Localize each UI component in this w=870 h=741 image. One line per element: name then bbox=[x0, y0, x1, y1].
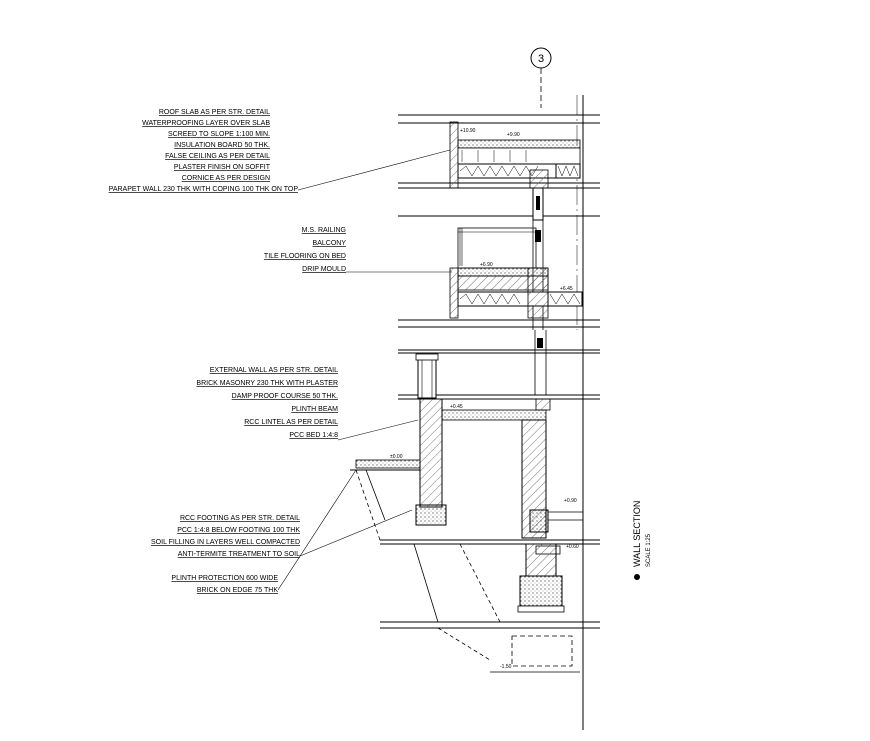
note-roof-2: WATERPROOFING LAYER OVER SLAB bbox=[142, 120, 270, 127]
note-wall-2: BRICK MASONRY 230 THK WITH PLASTER bbox=[196, 380, 338, 387]
note-roof-3: SCREED TO SLOPE 1:100 MIN. bbox=[168, 131, 270, 138]
note-wall-6: PCC BED 1:4:8 bbox=[289, 432, 338, 439]
grid-marker: 3 bbox=[530, 47, 552, 108]
note-wall-3: DAMP PROOF COURSE 50 THK. bbox=[232, 393, 338, 400]
notes-roof: ROOF SLAB AS PER STR. DETAIL WATERPROOFI… bbox=[109, 109, 299, 193]
section-title: WALL SECTION bbox=[632, 501, 642, 567]
note-plinth-2: BRICK ON EDGE 75 THK bbox=[197, 587, 279, 594]
sill-level: +0.90 bbox=[564, 498, 577, 504]
note-roof-4: INSULATION BOARD 50 THK. bbox=[174, 142, 270, 149]
lower-window bbox=[534, 330, 547, 395]
roof-section: +9.90 +10.90 bbox=[449, 121, 581, 221]
note-roof-6: PLASTER FINISH ON SOFFIT bbox=[174, 164, 271, 171]
balcony-level: +6.90 bbox=[480, 262, 493, 268]
section-scale: SCALE 1:25 bbox=[646, 533, 652, 567]
note-balcony-3: TILE FLOORING ON BED bbox=[264, 253, 346, 260]
leader-lines bbox=[277, 149, 452, 591]
ground-level: ±0.00 bbox=[390, 454, 403, 460]
parapet-level: +10.90 bbox=[460, 128, 476, 134]
note-balcony-4: DRIP MOULD bbox=[302, 266, 346, 273]
balcony-section: +6.90 +6.45 bbox=[449, 227, 583, 319]
note-foundation-2: PCC 1:4:8 BELOW FOOTING 100 THK bbox=[177, 527, 300, 534]
ground-wall-section: +0.45 +0.90 +0.60 bbox=[415, 353, 583, 555]
roof-level: +9.90 bbox=[507, 132, 520, 138]
note-wall-4: PLINTH BEAM bbox=[291, 406, 338, 413]
notes-foundation: RCC FOOTING AS PER STR. DETAIL PCC 1:4:8… bbox=[151, 515, 300, 558]
notes-balcony: M.S. RAILING BALCONY TILE FLOORING ON BE… bbox=[264, 227, 346, 273]
grid-marker-label: 3 bbox=[538, 53, 544, 65]
footing-level: -1.50 bbox=[500, 664, 512, 670]
note-foundation-4: ANTI-TERMITE TREATMENT TO SOIL bbox=[178, 551, 300, 558]
floor-level: +0.60 bbox=[566, 544, 579, 550]
notes-wall: EXTERNAL WALL AS PER STR. DETAIL BRICK M… bbox=[196, 367, 338, 439]
note-plinth-1: PLINTH PROTECTION 600 WIDE bbox=[171, 575, 278, 582]
note-foundation-3: SOIL FILLING IN LAYERS WELL COMPACTED bbox=[151, 539, 300, 546]
section-title-block: WALL SECTION SCALE 1:25 bbox=[632, 501, 652, 580]
note-foundation-1: RCC FOOTING AS PER STR. DETAIL bbox=[180, 515, 300, 522]
plinth-level: +0.45 bbox=[450, 404, 463, 410]
note-balcony-1: M.S. RAILING bbox=[302, 227, 346, 234]
note-roof-1: ROOF SLAB AS PER STR. DETAIL bbox=[159, 109, 270, 116]
notes-plinth: PLINTH PROTECTION 600 WIDE BRICK ON EDGE… bbox=[171, 575, 278, 594]
level-lines bbox=[380, 114, 600, 629]
note-wall-1: EXTERNAL WALL AS PER STR. DETAIL bbox=[210, 367, 338, 374]
note-roof-7: CORNICE AS PER DESIGN bbox=[182, 175, 270, 182]
note-roof-8: PARAPET WALL 230 THK WITH COPING 100 THK… bbox=[109, 186, 299, 193]
note-balcony-2: BALCONY bbox=[313, 240, 347, 247]
foundation-section: -1.50 bbox=[413, 543, 580, 673]
slab-level: +6.45 bbox=[560, 286, 573, 292]
ground-line: ±0.00 bbox=[350, 454, 421, 541]
note-wall-5: RCC LINTEL AS PER DETAIL bbox=[244, 419, 338, 426]
note-roof-5: FALSE CEILING AS PER DETAIL bbox=[165, 153, 270, 160]
